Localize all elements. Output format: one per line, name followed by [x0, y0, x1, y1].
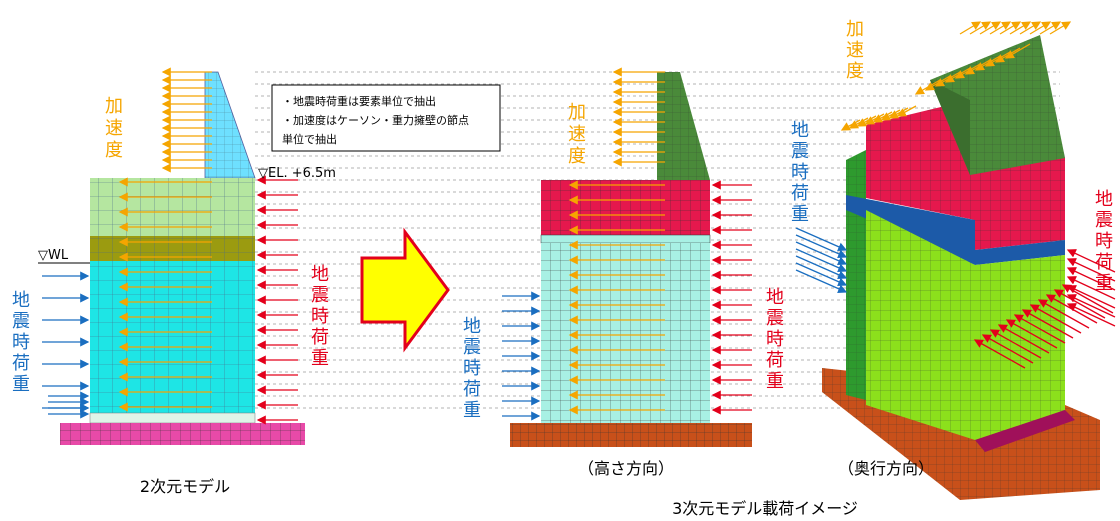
seismic-arrow-3dd-left [795, 248, 848, 273]
text-layer: ・地震時荷重は要素単位で抽出 ・加速度はケーソン・重力擁壁の節点 単位で抽出 ▽… [12, 19, 1113, 518]
seis-3dd-right-4: 荷 [1095, 252, 1113, 273]
note-line-1: ・地震時荷重は要素単位で抽出 [282, 94, 436, 108]
accel-3dd-1: 加 [846, 19, 864, 40]
seis-2d-left-2: 震 [12, 311, 30, 332]
seismic-arrow-3dd-right [989, 329, 1042, 359]
accel-arrow-3dd [848, 117, 869, 129]
seismic-arrow-3dd-right [981, 334, 1034, 364]
seismic-arrow-3dd-left [795, 227, 848, 252]
seismic-arrow-3dd-left [795, 241, 848, 266]
accel-3dh-3: 度 [568, 146, 586, 167]
seismic-arrow-3dd-left [795, 269, 848, 294]
seis-3dh-right-2: 震 [766, 308, 784, 329]
seismic-arrow-3dd-right [1066, 285, 1116, 309]
seis-3dd-right-5: 重 [1095, 273, 1113, 294]
seis-3dh-right-4: 荷 [766, 350, 784, 371]
seismic-arrow-3dd-right [1066, 258, 1116, 282]
seismic-arrow-3dd-right [1053, 289, 1106, 319]
seismic-arrow-3dd-right [997, 324, 1050, 354]
caption-depth: （奥行方向） [838, 459, 934, 478]
accel-arrow-3dd [979, 21, 1002, 35]
caption-height: （高さ方向） [578, 459, 674, 478]
seis-2d-left-1: 地 [12, 290, 30, 311]
accel-arrow-3dd [1029, 21, 1052, 35]
seis-3dd-right-3: 時 [1095, 231, 1113, 252]
model-3d-depth [822, 35, 1100, 500]
accel-arrow-3dd [1049, 21, 1072, 35]
seis-3dh-right-3: 時 [766, 329, 784, 350]
accel-arrow-3dd [1039, 21, 1062, 35]
accel-2d-3: 度 [105, 140, 123, 161]
seis-2d-right-3: 時 [311, 306, 329, 327]
accel-arrow-3dd [969, 21, 992, 35]
seismic-arrow-3dd-right [1005, 319, 1058, 349]
seis-3dd-right-2: 震 [1095, 210, 1113, 231]
seismic-arrow-3dd-right [1037, 299, 1090, 329]
seis-3dd-left-4: 荷 [791, 183, 809, 204]
seis-2d-left-3: 時 [12, 332, 30, 353]
seis-2d-right-2: 震 [311, 285, 329, 306]
accel-arrow-3dd [1004, 43, 1031, 59]
caption-3d: 3次元モデル載荷イメージ [672, 499, 858, 518]
seismic-arrow-3dd-left [795, 255, 848, 280]
note-line-3: 単位で抽出 [282, 132, 337, 146]
accel-arrow-3dd [999, 21, 1022, 35]
seismic-arrow-3dd-right [1021, 309, 1074, 339]
transform-arrow [360, 227, 450, 353]
seis-2d-left-5: 重 [12, 374, 30, 395]
accel-2d-1: 加 [105, 96, 123, 117]
seis-3dh-left-2: 震 [463, 337, 481, 358]
seis-3dh-left-5: 重 [463, 400, 481, 421]
note-line-2: ・加速度はケーソン・重力擁壁の節点 [282, 113, 469, 127]
seismic-arrow-3dd-right [973, 339, 1026, 369]
seis-3dd-left-2: 震 [791, 141, 809, 162]
accel-3dh-1: 加 [568, 102, 586, 123]
accel-3dh-2: 速 [568, 124, 586, 145]
seis-3dh-right-1: 地 [766, 287, 784, 308]
accel-arrow-3dd [1019, 21, 1042, 35]
seis-3dh-left-1: 地 [463, 316, 481, 337]
accel-arrow-3dd [1009, 21, 1032, 35]
caption-2d: 2次元モデル [140, 477, 230, 496]
seismic-arrow-3dd-right [1029, 304, 1082, 334]
accel-arrow-3dd [959, 21, 982, 35]
seismic-arrow-3dd-right [1013, 314, 1066, 344]
seis-2d-right-1: 地 [311, 264, 329, 285]
accel-2d-2: 速 [105, 118, 123, 139]
seismic-arrow-3dd-right [1066, 267, 1116, 291]
seis-3dd-left-1: 地 [791, 120, 809, 141]
seismic-arrow-3dd-right [1066, 303, 1116, 327]
seis-2d-right-5: 重 [311, 348, 329, 369]
accel-arrow-3dd [989, 21, 1012, 35]
note-box [271, 84, 501, 152]
seismic-arrow-3dd-right [1066, 276, 1116, 300]
seis-3dd-left-5: 重 [791, 204, 809, 225]
accel-arrow-3dd [840, 119, 861, 131]
seis-3dh-right-5: 重 [766, 371, 784, 392]
seis-3dd-left-3: 時 [791, 162, 809, 183]
seis-3dh-left-4: 荷 [463, 379, 481, 400]
seismic-arrow-3dd-left [795, 262, 848, 287]
accel-arrow-3dd [896, 105, 917, 117]
seis-3dd-right-1: 地 [1095, 189, 1113, 210]
seismic-arrow-3dd-right [1066, 249, 1116, 273]
seis-2d-right-4: 荷 [311, 327, 329, 348]
seis-3dh-left-3: 時 [463, 358, 481, 379]
accel-3dd-3: 度 [846, 61, 864, 82]
wl-label: ▽WL [38, 248, 69, 263]
model-2d [38, 71, 305, 445]
seismic-arrow-3dd-right [1066, 294, 1116, 318]
el-label: ▽EL. +6.5m [258, 166, 336, 181]
seis-2d-left-4: 荷 [12, 353, 30, 374]
seismic-arrow-3dd-left [795, 234, 848, 259]
accel-3dd-2: 速 [846, 40, 864, 61]
